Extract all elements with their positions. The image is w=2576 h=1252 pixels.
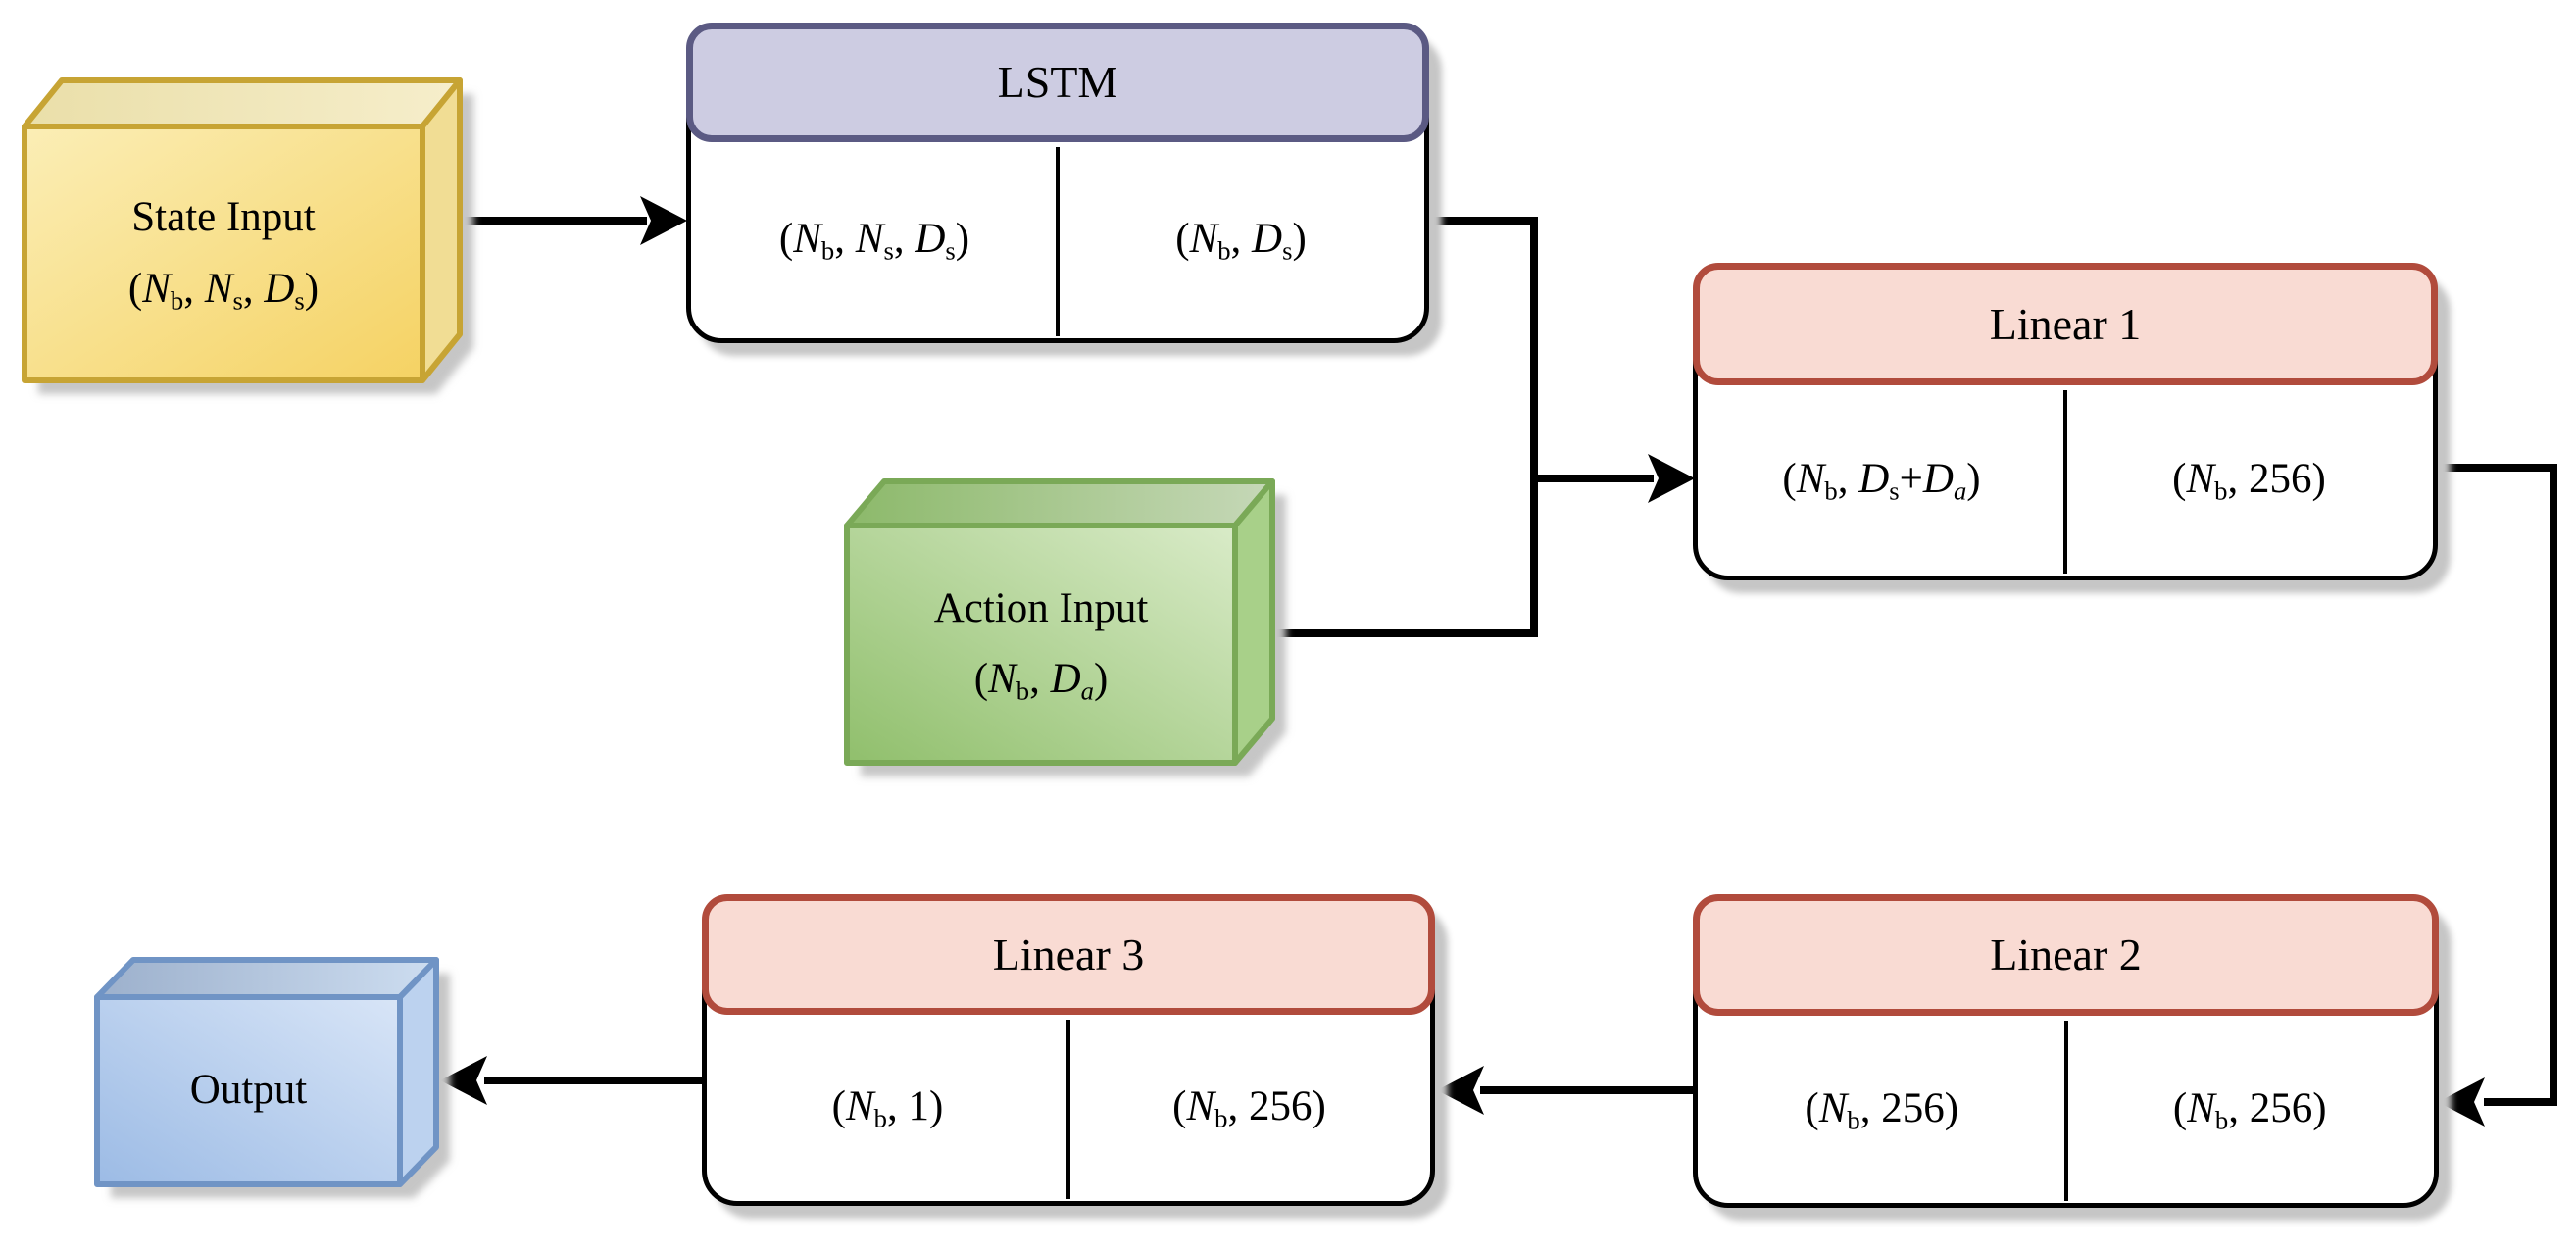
shape-text: (Nb, 256) [1172, 1083, 1326, 1133]
block-linear2-header: Linear 2 [1693, 894, 2439, 1016]
block-linear3-divider [1066, 1020, 1070, 1199]
shape-text: (Nb, Ns, Ds) [778, 216, 970, 266]
block-linear1-divider [2063, 390, 2067, 574]
cube-state-input-label: State Input [131, 194, 316, 241]
block-linear2-input-shape: (Nb, 256) [1698, 1017, 2066, 1203]
shape-text: (Nb, 256) [1805, 1084, 1959, 1135]
connector-lstm-to-junction [1270, 217, 1538, 637]
shape-text: (Nb, 256) [2172, 456, 2326, 506]
block-linear3-output-shape: (Nb, 256) [1068, 1016, 1430, 1201]
block-linear3-header: Linear 3 [702, 894, 1435, 1015]
connector-linear1-to-linear2 [2436, 464, 2557, 1106]
shape-text: (Nb, 256) [2172, 1084, 2327, 1135]
block-lstm: LSTM (Nb, Ns, Ds) (Nb, Ds) [686, 23, 1429, 343]
cube-front-face [844, 523, 1238, 766]
arrowhead-into-lstm [640, 196, 687, 245]
block-linear1-output-shape: (Nb, 256) [2065, 386, 2433, 576]
cube-top-face [844, 478, 1275, 528]
arrowhead-into-linear3 [1437, 1066, 1484, 1115]
cube-action-input-text: Action Input (Nb, Da) [847, 526, 1235, 763]
cube-side-face [1235, 481, 1272, 763]
shape-text: (Nb, Ds+Da) [1782, 456, 1981, 506]
block-linear1-input-shape: (Nb, Ds+Da) [1698, 386, 2065, 576]
cube-output [94, 957, 450, 1198]
cube-top-face [22, 77, 463, 129]
shape-text: (Nb, Ds) [1175, 216, 1307, 266]
cube-side-face [422, 80, 460, 380]
cube-output-label: Output [189, 1067, 308, 1114]
block-linear3-input-shape: (Nb, 1) [707, 1016, 1068, 1201]
block-linear2: Linear 2 (Nb, 256) (Nb, 256) [1693, 894, 2439, 1208]
block-linear1-header: Linear 1 [1693, 263, 2438, 385]
block-linear3-title: Linear 3 [992, 928, 1145, 979]
cube-top-face [94, 957, 439, 1000]
block-lstm-divider [1056, 147, 1060, 336]
block-linear3: Linear 3 (Nb, 1) (Nb, 256) [702, 894, 1435, 1206]
arrowhead-into-linear2 [2438, 1077, 2485, 1127]
arrowhead-into-linear1 [1648, 454, 1695, 503]
block-linear1-title: Linear 1 [1989, 298, 2142, 349]
cube-action-input-dims: (Nb, Da) [973, 656, 1109, 706]
cube-state-input-text: State Input (Nb, Ns, Ds) [25, 126, 422, 380]
cube-side-face [400, 960, 436, 1184]
block-linear2-title: Linear 2 [1990, 929, 2142, 979]
block-lstm-title: LSTM [997, 57, 1118, 107]
block-lstm-input-shape: (Nb, Ns, Ds) [691, 143, 1058, 338]
cube-front-face [22, 124, 425, 383]
cube-state-input [22, 77, 473, 394]
shape-text: (Nb, 1) [831, 1083, 944, 1133]
block-lstm-output-shape: (Nb, Ds) [1058, 143, 1424, 338]
connectors-group [440, 196, 2557, 1127]
cube-action-input [844, 478, 1286, 776]
cube-front-face [94, 994, 403, 1187]
block-linear2-output-shape: (Nb, 256) [2066, 1017, 2435, 1203]
arrowhead-into-output [440, 1056, 487, 1105]
cube-state-input-dims: (Nb, Ns, Ds) [127, 265, 320, 316]
block-linear2-divider [2063, 1021, 2068, 1201]
cube-action-input-label: Action Input [933, 584, 1149, 631]
block-linear1: Linear 1 (Nb, Ds+Da) (Nb, 256) [1693, 263, 2438, 580]
block-lstm-header: LSTM [686, 23, 1429, 142]
cube-output-text: Output [97, 997, 400, 1184]
